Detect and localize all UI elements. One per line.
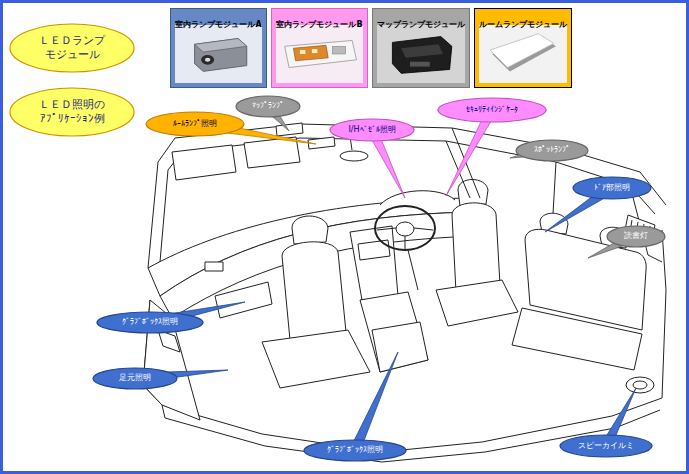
callout-ellipse: I/Hﾍﾞｾﾞﾙ照明 (329, 118, 415, 142)
ellipse-outline (304, 440, 406, 461)
module-photo (479, 25, 567, 83)
callout-ellipse: ﾄﾞｱ部照明 (572, 176, 652, 200)
car-interior-drawing (458, 180, 488, 207)
ellipse-outline (438, 98, 546, 122)
car-interior-drawing (158, 330, 180, 352)
callout-ellipse: 読書灯 (606, 225, 666, 248)
car-interior-drawing (148, 162, 158, 268)
callout-text: I/Hﾍﾞｾﾞﾙ照明 (348, 125, 395, 135)
module-photo (276, 25, 363, 83)
car-interior-drawing (143, 123, 666, 462)
callout-text: ﾄﾞｱ部照明 (594, 183, 630, 193)
car-interior-drawing (408, 250, 418, 290)
callout-ellipse: ｽﾎﾟｯﾄﾗﾝﾌﾟ (515, 139, 589, 162)
callout-ellipse: ｾｷｭﾘﾃｨｲﾝｼﾞｹｰﾀ (437, 97, 547, 123)
module-photo (377, 25, 465, 83)
ellipse-outline (236, 96, 300, 117)
car-interior-drawing (350, 226, 398, 300)
callout-text: 読書灯 (624, 231, 648, 241)
ellipse-outline (97, 312, 203, 333)
car-interior-drawing (262, 330, 370, 388)
ellipse-outline (607, 226, 665, 247)
callout-text: ｾｷｭﾘﾃｨｲﾝｼﾞｹｰﾀ (466, 105, 518, 115)
module-photo (479, 25, 567, 83)
car-interior-drawing (282, 242, 346, 340)
ellipse-outline (146, 112, 244, 136)
car-interior-drawing (358, 240, 390, 260)
callout-text: スピーカイルミ (578, 441, 634, 451)
module-box: マップランプモジュール (372, 8, 470, 88)
callout-pointer (350, 352, 398, 452)
module-box: ルームランプモジュール (474, 8, 572, 88)
ellipse-outline (330, 119, 414, 141)
car-interior-drawing (380, 191, 455, 205)
car-interior-drawing (292, 216, 328, 244)
car-interior-drawing (160, 170, 168, 262)
module-title: 室内ランプモジュールB (276, 20, 362, 30)
callout-text: ﾏｯﾌﾟﾗﾝﾌﾟ (252, 101, 284, 111)
callout-text: ﾙｰﾑﾗﾝﾌﾟ照明 (173, 119, 217, 129)
module-title: マップランプモジュール (377, 20, 465, 30)
callout-ellipse: ｸﾞﾗﾌﾞﾎﾞｯｸｽ照明 (303, 439, 407, 462)
callout-text: ｸﾞﾗﾌﾞﾎﾞｯｸｽ照明 (327, 445, 383, 455)
ellipse-outline (93, 368, 177, 389)
car-interior-drawing (340, 151, 368, 161)
car-interior-drawing (396, 222, 414, 236)
callout-ellipse: ﾙｰﾑﾗﾝﾌﾟ照明 (145, 111, 245, 137)
callout-text: ｽﾎﾟｯﾄﾗﾝﾌﾟ (534, 145, 570, 155)
module-photo (377, 25, 465, 83)
car-interior-drawing (372, 322, 428, 372)
section-label-text: ＬＥＤランプ モジュール (32, 34, 112, 62)
callout-ellipse: ﾏｯﾌﾟﾗﾝﾌﾟ (235, 95, 301, 118)
car-interior-drawing (244, 137, 300, 168)
module-photo (175, 25, 262, 83)
module-title: 室内ランプモジュールA (175, 20, 261, 30)
ellipse-outline (560, 435, 652, 457)
car-interior-drawing (205, 262, 223, 271)
module-photo (175, 25, 262, 83)
car-interior-drawing (215, 282, 272, 318)
section-label: ＬＥＤランプ モジュール (9, 23, 135, 73)
section-label-text: ＬＥＤ照明の ｱﾌﾟﾘｹｰｼｮﾝ例 (32, 98, 112, 126)
callout-ellipse: スピーカイルミ (559, 434, 653, 458)
car-interior-drawing (633, 381, 647, 389)
callout-ellipse: ｸﾞﾗﾌﾞﾎﾞｯｸｽ照明 (96, 311, 204, 334)
car-interior-drawing (162, 405, 660, 462)
callout-text: 足元照明 (119, 373, 151, 383)
car-interior-drawing (172, 145, 236, 180)
ellipse-outline (573, 177, 651, 199)
module-box: 室内ランプモジュールB (271, 8, 368, 88)
section-label: ＬＥＤ照明の ｱﾌﾟﾘｹｰｼｮﾝ例 (9, 87, 135, 137)
ellipse-outline (10, 24, 134, 72)
module-box: 室内ランプモジュールA (170, 8, 267, 88)
car-interior-drawing (436, 280, 518, 326)
module-photo (276, 25, 363, 83)
callout-text: ｸﾞﾗﾌﾞﾎﾞｯｸｽ照明 (122, 317, 178, 327)
callout-pointer (135, 103, 639, 452)
car-interior-drawing (143, 230, 666, 452)
callout-ellipse: 足元照明 (92, 367, 178, 390)
car-interior-drawing (626, 377, 654, 393)
car-interior-drawing (452, 128, 666, 205)
car-interior-drawing (452, 203, 500, 292)
car-interior-drawing (375, 206, 435, 250)
ellipse-outline (516, 140, 588, 161)
car-interior-drawing (512, 308, 642, 370)
module-title: ルームランプモジュール (479, 20, 567, 30)
car-interior-drawing (276, 123, 303, 136)
ellipse-outline (10, 88, 134, 136)
